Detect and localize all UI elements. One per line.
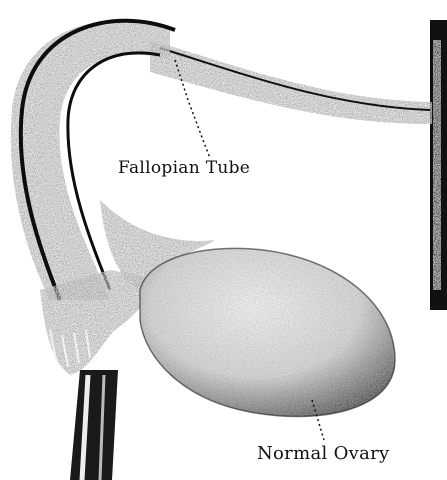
uterus-edge	[430, 20, 447, 310]
fallopian-tube-label: Fallopian Tube	[118, 158, 250, 178]
ovary	[140, 248, 395, 416]
tube-isthmus	[150, 40, 432, 124]
normal-ovary-label: Normal Ovary	[257, 443, 390, 464]
lower-stem	[70, 370, 118, 480]
